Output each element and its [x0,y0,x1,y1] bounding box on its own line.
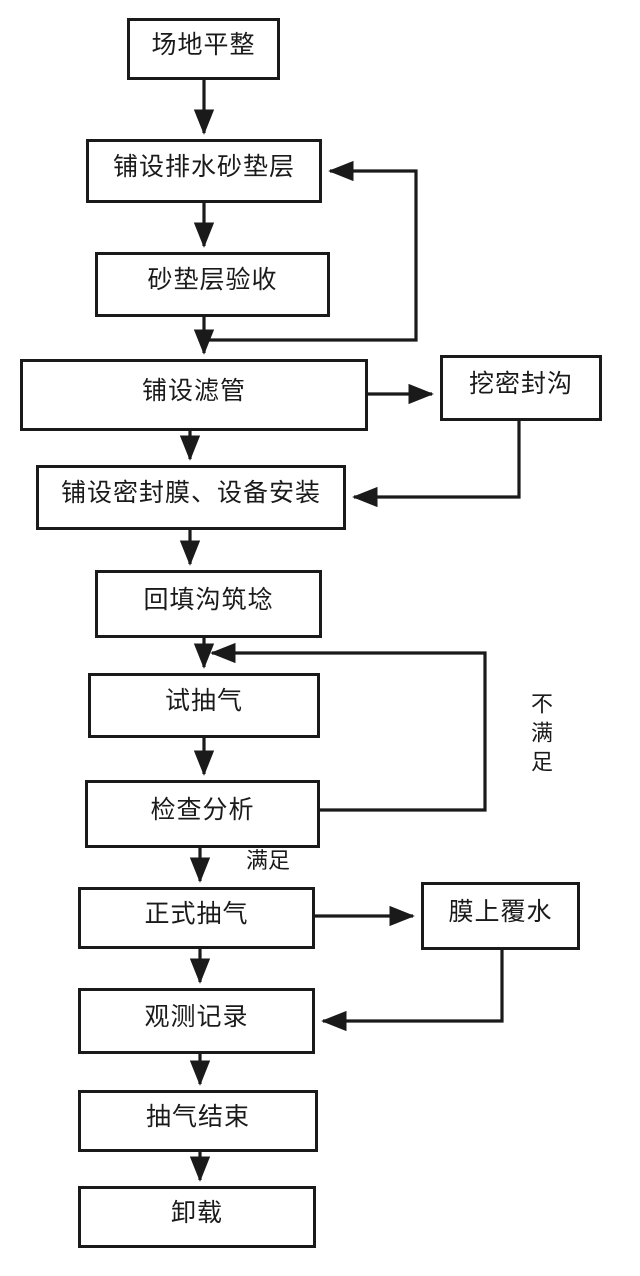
edge-feedback-to-trial-pumping [210,642,487,812]
node-label: 卸载 [170,1197,223,1227]
edge-label-satisfied: 满足 [246,849,291,874]
node-label: 观测记录 [144,1001,249,1031]
node-backfill-trench-build-embankment[interactable]: 回填沟筑埝 [95,570,322,638]
node-label: 抽气结束 [145,1101,250,1131]
node-formal-pumping[interactable]: 正式抽气 [78,887,315,949]
node-label: 铺设密封膜、设备安装 [60,478,321,507]
node-lay-filter-pipe[interactable]: 铺设滤管 [20,359,368,431]
edge-label-not-satisfied: 不满足 [527,692,552,779]
edge-seal-trench-to-seal-membrane [352,421,521,508]
node-sand-cushion-acceptance[interactable]: 砂垫层验收 [95,252,330,317]
node-label: 正式抽气 [144,898,249,928]
node-water-cover-on-membrane[interactable]: 膜上覆水 [421,882,580,950]
node-label: 挖密封沟 [468,368,573,398]
node-lay-drainage-sand-cushion[interactable]: 铺设排水砂垫层 [86,139,322,203]
edge-water-cover-to-observation [321,950,504,1032]
node-label: 铺设滤管 [141,375,246,405]
edge-feedback-to-sand-cushion [204,160,418,342]
node-label: 铺设排水砂垫层 [112,151,295,181]
node-site-leveling[interactable]: 场地平整 [127,18,280,80]
node-label: 检查分析 [150,794,255,824]
node-pumping-end[interactable]: 抽气结束 [78,1090,318,1152]
node-label: 砂垫层验收 [147,265,278,294]
node-label: 试抽气 [164,686,243,715]
node-label: 回填沟筑埝 [143,584,274,614]
node-inspection-analysis[interactable]: 检查分析 [85,780,320,848]
node-dig-sealing-trench[interactable]: 挖密封沟 [440,355,602,421]
node-label: 场地平整 [151,29,256,59]
node-trial-pumping[interactable]: 试抽气 [88,673,320,738]
node-observation-record[interactable]: 观测记录 [78,988,315,1054]
node-label: 膜上覆水 [448,896,553,926]
node-lay-sealing-membrane-install-equipment[interactable]: 铺设密封膜、设备安装 [36,465,346,530]
node-unload[interactable]: 卸载 [78,1186,316,1248]
